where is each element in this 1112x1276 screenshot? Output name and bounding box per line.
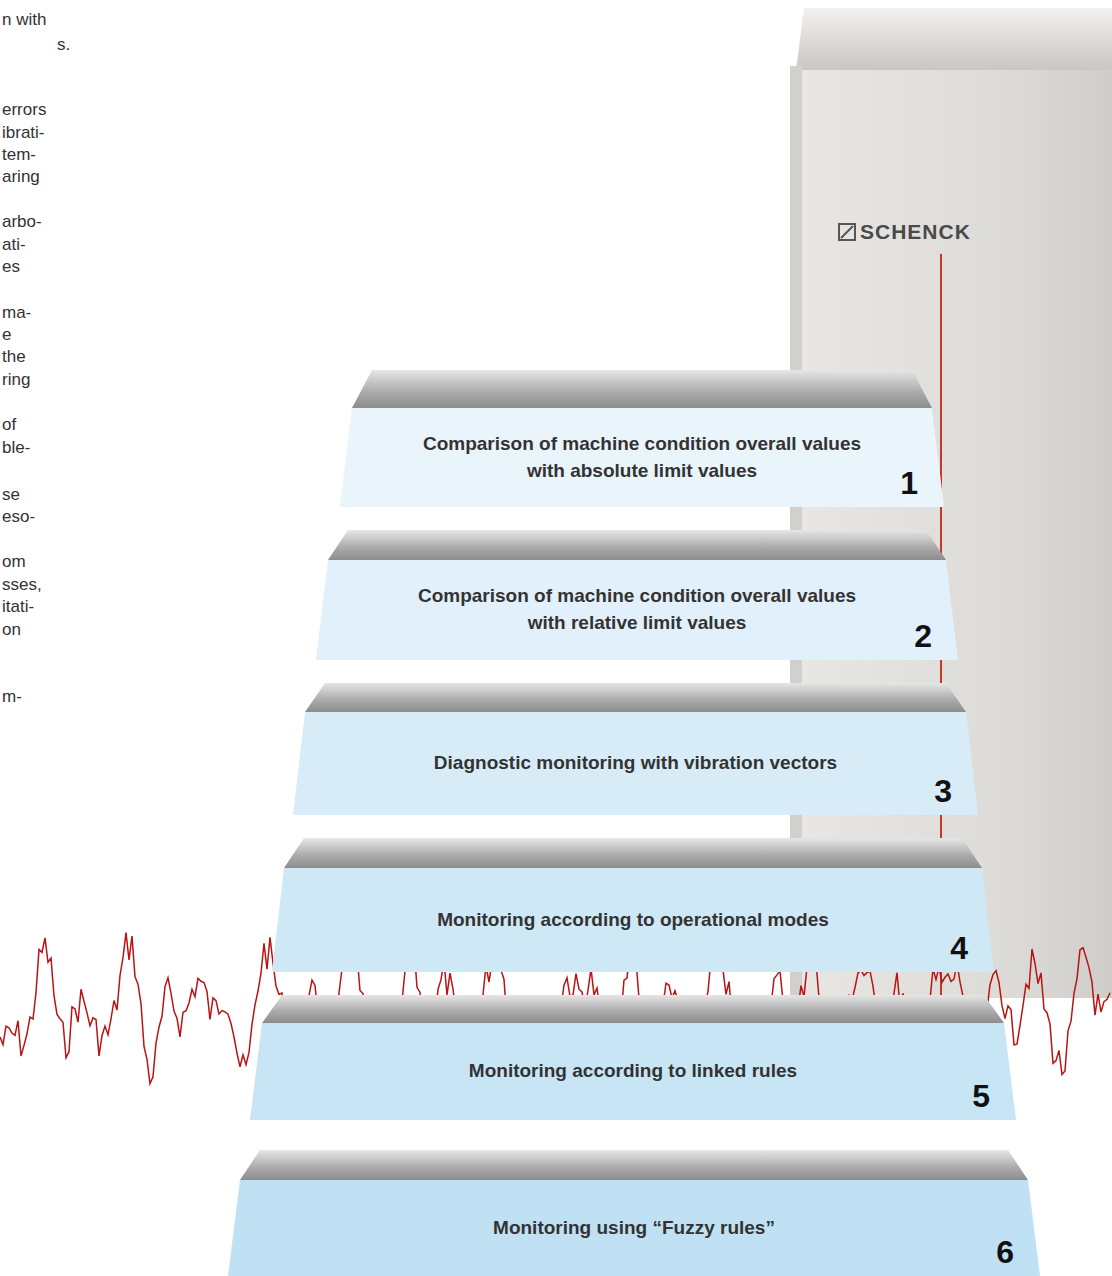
text-fragment: of <box>2 415 16 435</box>
step-band: Monitoring according to linked rules 5 <box>250 995 1016 1120</box>
step-band: Comparison of machine condition overall … <box>316 530 958 660</box>
text-fragment: aring <box>2 167 40 187</box>
step-label: Monitoring using “Fuzzy rules” <box>493 1215 775 1242</box>
step-number: 4 <box>950 932 968 964</box>
step-label: Comparison of machine condition overall … <box>417 583 857 636</box>
text-fragment: ibrati- <box>2 123 45 143</box>
step-label: Monitoring according to linked rules <box>469 1058 797 1085</box>
step-face <box>228 1180 1040 1276</box>
step-number: 2 <box>914 620 932 652</box>
step-number: 1 <box>900 467 918 499</box>
text-fragment: ati- <box>2 235 26 255</box>
text-fragment: sses, <box>2 575 42 595</box>
step-number: 5 <box>972 1080 990 1112</box>
step-band: Diagnostic monitoring with vibration vec… <box>293 683 978 815</box>
text-fragment: errors <box>2 100 46 120</box>
step-face <box>316 560 958 660</box>
step-face <box>272 868 994 972</box>
step-number: 3 <box>934 775 952 807</box>
text-fragment: on <box>2 620 21 640</box>
step-label: Comparison of machine condition overall … <box>422 431 862 484</box>
step-face-area: Monitoring according to operational mode… <box>272 868 994 972</box>
text-fragment: e <box>2 325 11 345</box>
step-face-area: Comparison of machine condition overall … <box>316 560 958 660</box>
step-band: Monitoring using “Fuzzy rules” 6 <box>228 1150 1040 1276</box>
text-fragment: the <box>2 347 26 367</box>
step-face-area: Monitoring according to linked rules <box>250 1023 1016 1120</box>
text-fragment: eso- <box>2 507 35 527</box>
text-fragment: itati- <box>2 597 34 617</box>
text-fragment: ring <box>2 370 30 390</box>
text-fragment: es <box>2 257 20 277</box>
step-bevel <box>284 838 982 868</box>
step-face-area: Comparison of machine condition overall … <box>340 408 944 507</box>
step-bevel <box>328 530 946 560</box>
step-shape <box>228 1150 1040 1276</box>
text-fragment: n with <box>2 10 46 30</box>
step-shape <box>250 995 1016 1120</box>
text-fragment: tem- <box>2 145 36 165</box>
step-band: Comparison of machine condition overall … <box>340 370 944 507</box>
step-bevel <box>262 995 1004 1023</box>
step-number: 6 <box>996 1236 1014 1268</box>
text-fragment: ble- <box>2 438 30 458</box>
step-label: Monitoring according to operational mode… <box>437 907 829 934</box>
step-bevel <box>352 370 932 408</box>
step-band: Monitoring according to operational mode… <box>272 838 994 972</box>
brand-name: SCHENCK <box>860 220 971 244</box>
text-fragment: se <box>2 485 20 505</box>
step-shape <box>293 683 978 815</box>
text-fragment: om <box>2 552 26 572</box>
step-shape <box>272 838 994 972</box>
step-face <box>250 1023 1016 1120</box>
step-bevel <box>305 683 966 712</box>
step-label: Diagnostic monitoring with vibration vec… <box>434 750 837 777</box>
text-fragment: s. <box>57 35 70 55</box>
cabinet-top <box>796 8 1112 70</box>
text-fragment: ma- <box>2 303 31 323</box>
step-face-area: Monitoring using “Fuzzy rules” <box>228 1180 1040 1276</box>
text-fragment: m- <box>2 687 22 707</box>
logo-icon <box>839 224 855 240</box>
step-bevel <box>240 1150 1028 1180</box>
step-face <box>340 408 944 507</box>
logo-icon <box>841 226 853 238</box>
text-fragment: arbo- <box>2 212 42 232</box>
step-face <box>293 712 978 815</box>
step-face-area: Diagnostic monitoring with vibration vec… <box>293 712 978 815</box>
